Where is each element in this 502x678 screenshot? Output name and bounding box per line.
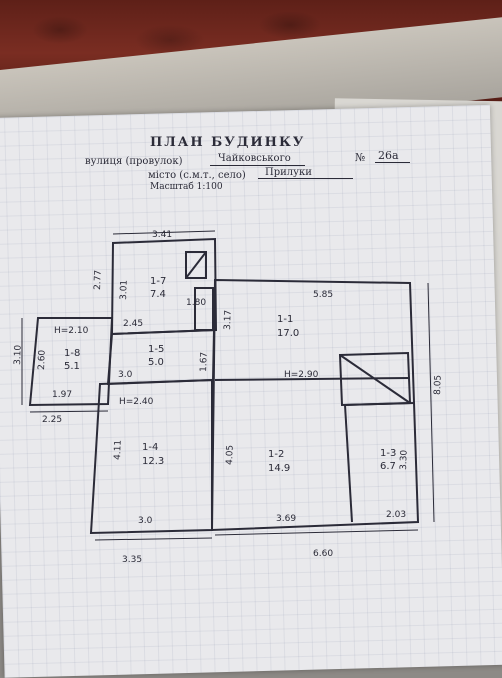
dim-top: 3.41 (152, 230, 172, 240)
dim-veranda-outer-w: 2.25 (42, 415, 62, 425)
dim-top-right-h: 3.17 (223, 310, 234, 330)
veranda-outline (28, 317, 114, 407)
dim-top-right-w: 5.85 (313, 290, 333, 300)
city-label: місто (с.м.т., село) (148, 170, 246, 181)
partition-wall (344, 404, 353, 523)
room-id-1-5: 1-5 (148, 344, 164, 355)
dim-veranda-inner-h: 2.60 (37, 349, 48, 370)
dim-right-total: 8.05 (433, 375, 444, 395)
dim-room2-w: 3.69 (276, 514, 296, 524)
bathroom-box (194, 287, 214, 331)
city-underline (258, 178, 353, 179)
dim-hall-h: 1.67 (199, 352, 210, 372)
street-value: Чайковського (218, 153, 291, 164)
dim-veranda-w: 1.97 (52, 390, 72, 400)
room-id-1-8: 1-8 (64, 348, 80, 359)
room-area-1-3: 6.7 (380, 461, 396, 472)
dim-left-h: H=2.40 (119, 397, 154, 407)
room-area-1-7: 7.4 (150, 289, 166, 300)
room-id-1-4: 1-4 (142, 442, 158, 453)
stove (185, 251, 207, 279)
room-area-1-2: 14.9 (268, 463, 290, 474)
room-labels: 1-7 7.4 1-1 17.0 1-8 5.1 1-5 5.0 1-4 12.… (64, 276, 396, 474)
dim-veranda-h: 3.10 (13, 344, 24, 365)
dim-left-upper: 2.77 (93, 270, 104, 290)
mid-wall (214, 377, 411, 381)
dim-mid-h: H=2.90 (284, 370, 319, 380)
dim-room3-w: 2.03 (386, 510, 406, 520)
room-id-1-3: 1-3 (380, 448, 396, 459)
street-label: вулиця (провулок) (85, 156, 183, 167)
dim-room3-h: 3.30 (399, 449, 410, 470)
room-area-1-4: 12.3 (142, 456, 164, 467)
dim-kitchen-h: 3.01 (119, 280, 130, 300)
number-underline (375, 162, 410, 163)
dim-bottom-left: 3.35 (122, 555, 142, 565)
room-id-1-1: 1-1 (277, 314, 293, 325)
dim-room4-h: 4.11 (113, 440, 124, 460)
plan-title: ПЛАН БУДИНКУ (150, 135, 306, 150)
dim-room4-w: 3.0 (138, 516, 153, 526)
dim-bottom-right: 6.60 (313, 549, 333, 559)
number-label: № (355, 151, 366, 164)
room-id-1-2: 1-2 (268, 449, 284, 460)
kitchen-outline (110, 237, 218, 336)
dim-hall-w: 3.0 (118, 370, 133, 380)
stove-line (185, 251, 207, 279)
stair-diagonal (339, 354, 411, 404)
room-area-1-1: 17.0 (277, 328, 299, 339)
dim-veranda-top: H=2.10 (54, 326, 89, 336)
room-area-1-5: 5.0 (148, 357, 164, 368)
plan-scale: Масштаб 1:100 (150, 182, 223, 192)
city-value: Прилуки (265, 167, 312, 178)
dim-kitchen-w: 2.45 (123, 319, 143, 329)
room-id-1-7: 1-7 (150, 276, 166, 287)
dim-bath-w: 1.80 (186, 298, 206, 308)
main-block-outline (210, 278, 420, 532)
dim-room2-h: 4.05 (225, 445, 236, 465)
street-underline (210, 165, 305, 166)
room-area-1-8: 5.1 (64, 361, 80, 372)
number-value: 26а (378, 149, 399, 162)
